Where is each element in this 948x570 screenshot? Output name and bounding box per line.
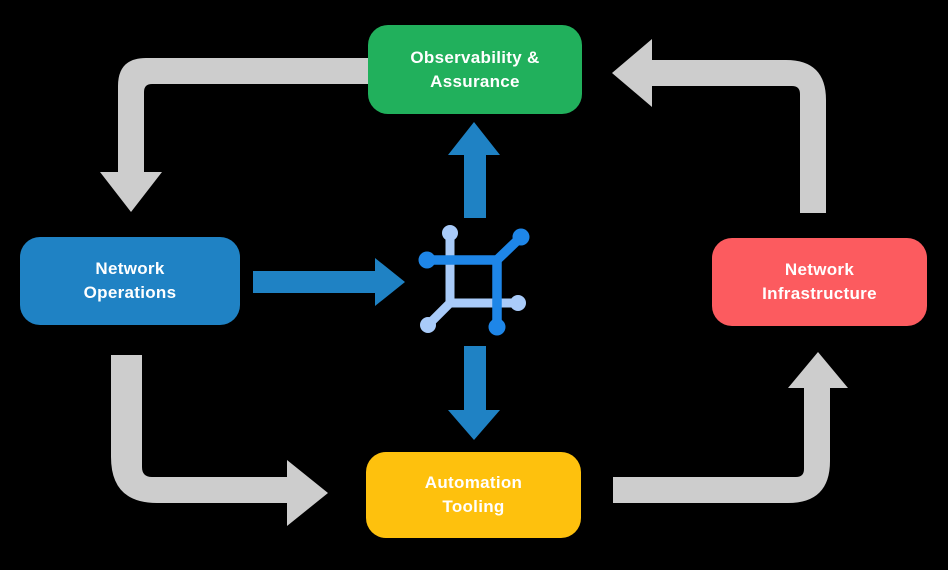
cycle-arrow-bottom-right: [613, 352, 848, 503]
node-observability-assurance: Observability & Assurance: [368, 25, 582, 114]
node-label-line: Tooling: [442, 497, 505, 516]
flow-arrows: [253, 122, 500, 440]
node-label-line: Network: [95, 259, 165, 278]
node-automation-tooling: Automation Tooling: [366, 452, 581, 538]
node-label-line: Automation: [424, 473, 523, 492]
node-label-line: Infrastructure: [762, 284, 877, 303]
cycle-arrow-top-right: [612, 39, 826, 213]
cycle-arrow-bottom-left: [111, 355, 328, 526]
flow-arrow-up: [448, 122, 500, 218]
node-label-line: Operations: [83, 283, 177, 302]
node-label-line: Assurance: [430, 71, 520, 91]
node-network-infrastructure: Network Infrastructure: [712, 238, 927, 326]
flow-arrow-down: [448, 346, 500, 440]
node-network-operations: Network Operations: [20, 237, 240, 325]
network-mesh-icon-light-part: [420, 225, 526, 333]
network-mesh-icon-dark-part: [418, 228, 530, 336]
cycle-arrows: [100, 39, 848, 526]
flow-arrow-right: [253, 258, 405, 306]
node-label-line: Network: [784, 260, 855, 279]
node-label-line: Observability &: [410, 47, 540, 67]
network-mesh-icon: [418, 225, 530, 336]
cycle-arrow-top-left: [100, 58, 368, 212]
